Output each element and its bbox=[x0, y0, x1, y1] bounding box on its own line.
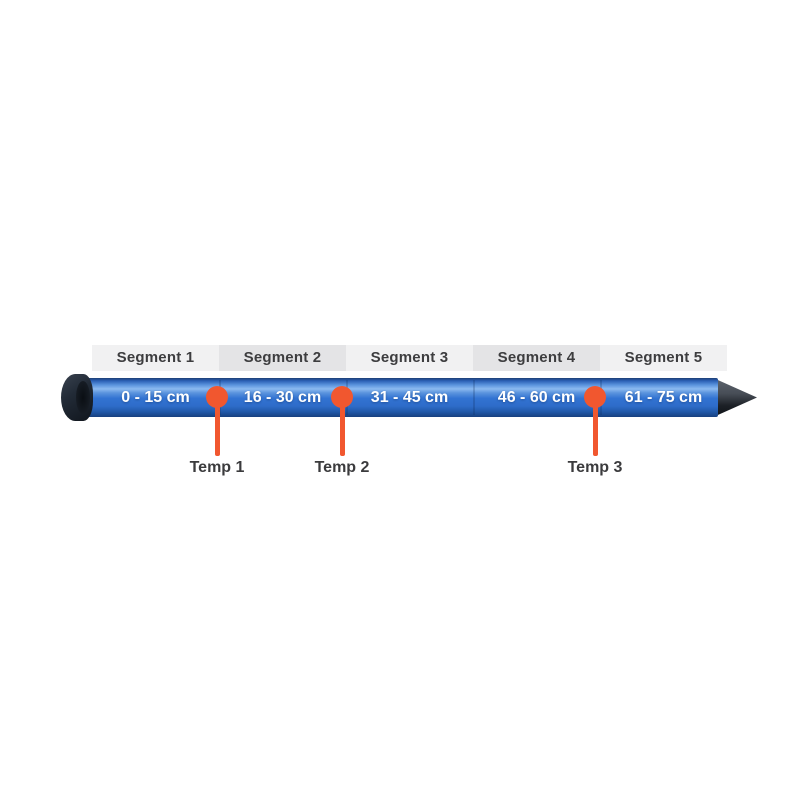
depth-range-label-5: 61 - 75 cm bbox=[624, 389, 703, 406]
temp-sensor-dot bbox=[584, 386, 606, 408]
temp-sensor-dot bbox=[331, 386, 353, 408]
segment-label-5: Segment 5 bbox=[600, 345, 727, 371]
segment-label-4: Segment 4 bbox=[473, 345, 600, 371]
temp-pointer-line bbox=[593, 397, 598, 456]
temp-label-3: Temp 3 bbox=[567, 459, 623, 476]
depth-range-label-3: 31 - 45 cm bbox=[370, 389, 449, 406]
segment-label-2: Segment 2 bbox=[219, 345, 346, 371]
temp-label-1: Temp 1 bbox=[189, 459, 245, 476]
temp-sensor-dot bbox=[206, 386, 228, 408]
rod-seam bbox=[473, 380, 475, 415]
probe-rod bbox=[78, 378, 718, 417]
segment-label-3: Segment 3 bbox=[346, 345, 473, 371]
temp-pointer-line bbox=[340, 397, 345, 456]
probe-end-cap bbox=[61, 374, 93, 421]
temp-label-2: Temp 2 bbox=[314, 459, 370, 476]
depth-range-label-1: 0 - 15 cm bbox=[121, 389, 190, 406]
segment-label-1: Segment 1 bbox=[92, 345, 219, 371]
temp-pointer-line bbox=[215, 397, 220, 456]
depth-range-label-2: 16 - 30 cm bbox=[243, 389, 322, 406]
depth-range-label-4: 46 - 60 cm bbox=[497, 389, 576, 406]
